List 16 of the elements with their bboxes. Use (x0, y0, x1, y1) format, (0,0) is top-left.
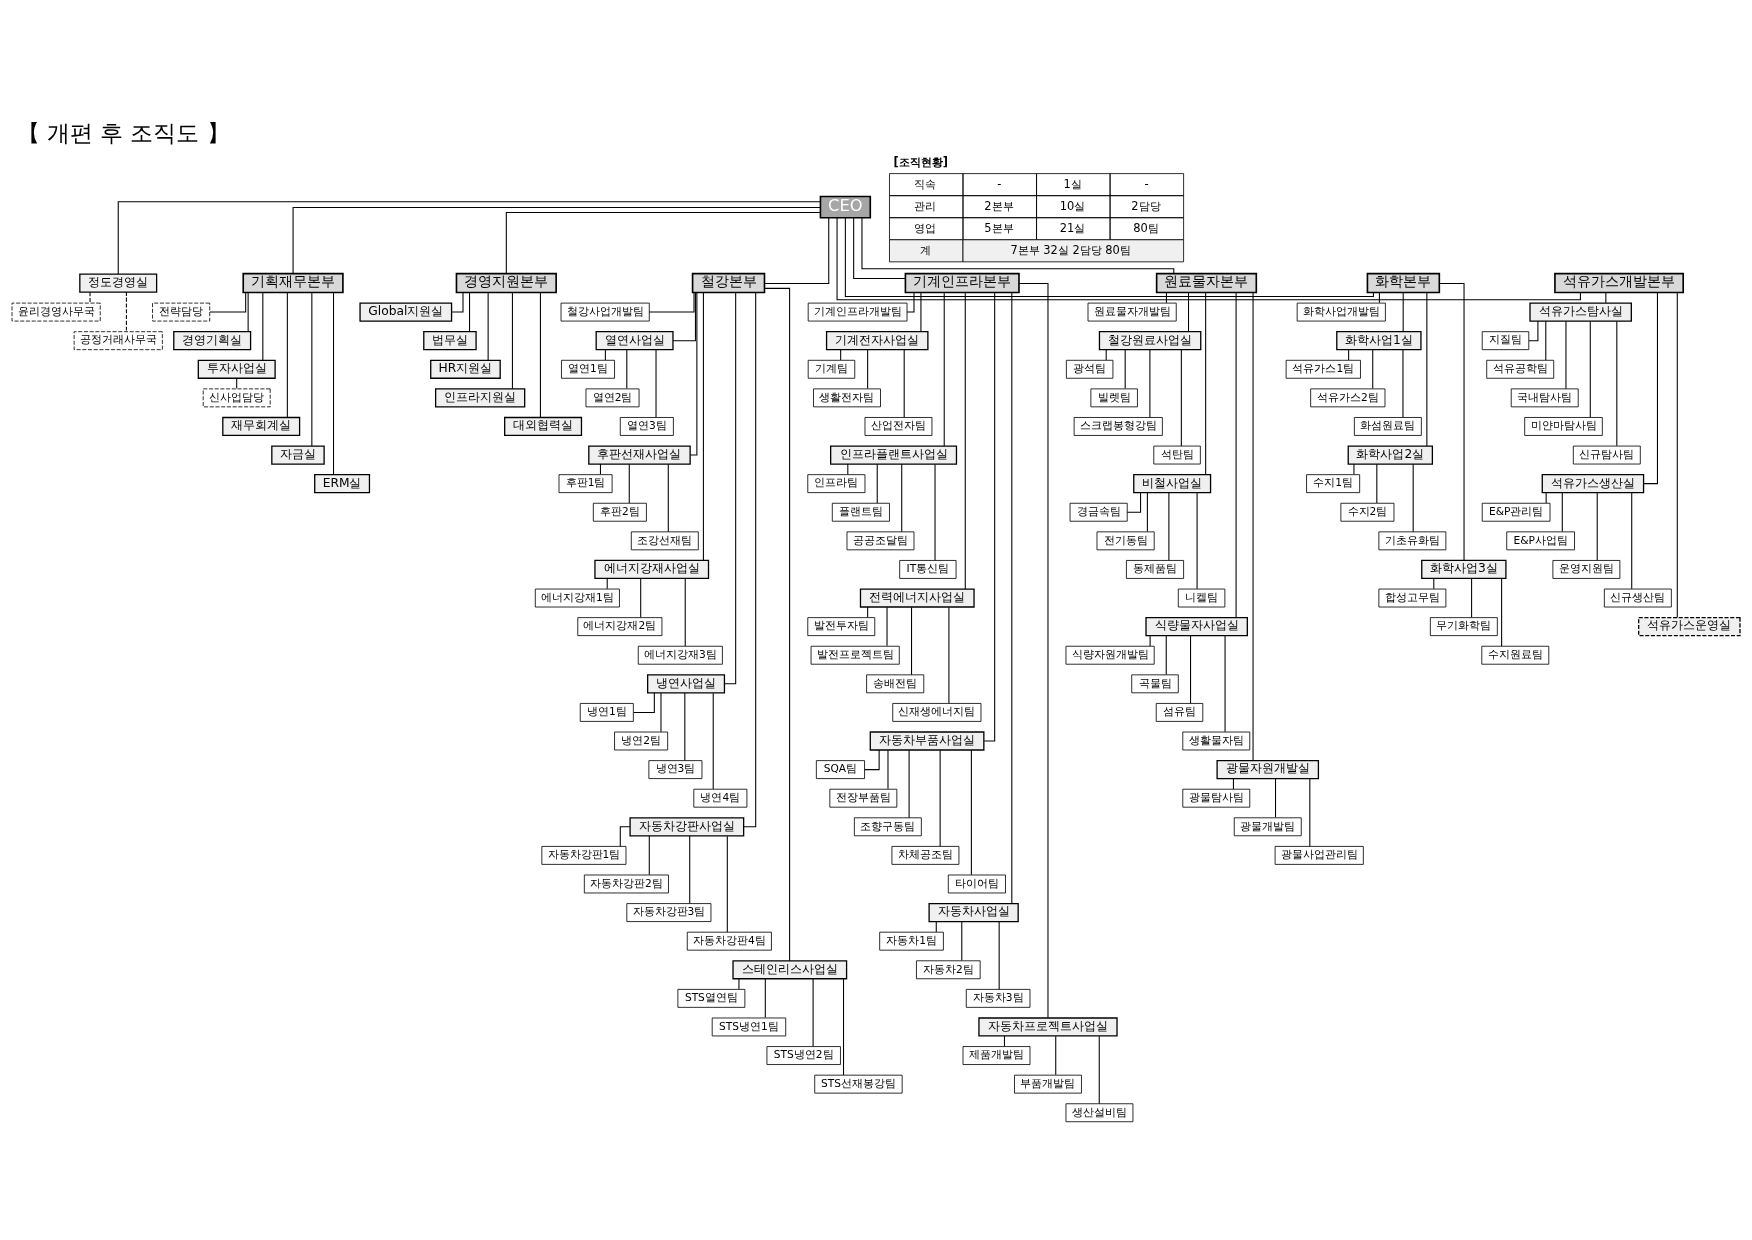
label: 영업 (914, 220, 937, 235)
label: 5본부 (984, 220, 1014, 235)
label: 직속 (914, 176, 937, 191)
label: [조직현황] (893, 154, 949, 169)
label: - (997, 176, 1002, 191)
label: 계 (920, 242, 932, 257)
label: 10실 (1059, 198, 1086, 213)
label: 2본부 (984, 198, 1014, 213)
label: 2담당 (1131, 198, 1161, 213)
label: - (1144, 176, 1149, 191)
label: 80팀 (1133, 220, 1159, 235)
label: 21실 (1059, 220, 1086, 235)
label: 7본부 32실 2담당 80팀 (1010, 242, 1131, 257)
diagram-title: 【 개편 후 조직도 】 (16, 119, 230, 146)
label: 관리 (914, 198, 937, 213)
label: 1실 (1063, 176, 1082, 191)
